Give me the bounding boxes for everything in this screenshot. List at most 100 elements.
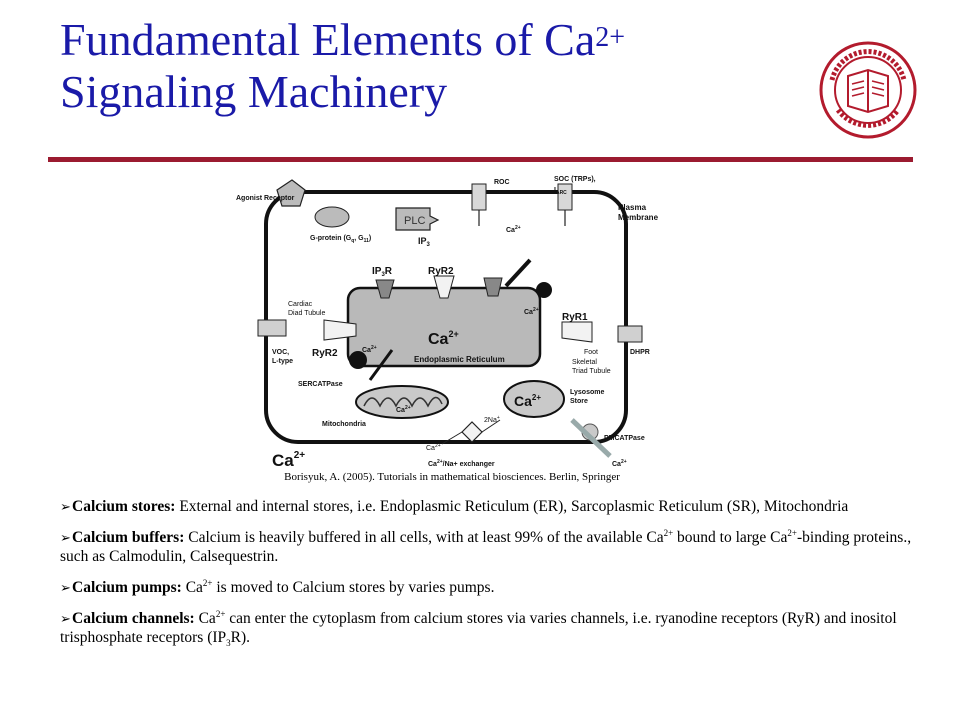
label-ca-er-right: Ca [524,309,533,316]
bullet-term: Calcium pumps: [72,579,182,597]
label-soc: SOC (TRPs), [554,176,596,183]
label-exchanger: Ca [428,461,437,468]
svg-text:Ca2+: Ca2+ [426,443,441,452]
roc-channel-icon [471,183,487,211]
label-ca-big: Ca [272,451,294,470]
label-roc: ROC [494,179,510,186]
bullet-text: Calcium is heavily buffered in all cells… [184,529,664,547]
serca-arrow-top [504,258,532,288]
label-g-sub2: 11 [364,238,370,244]
svg-text:Ca2+: Ca2+ [272,450,305,470]
bullet-text: Ca [181,579,203,597]
bullet-text: can enter the cytoplasm from calcium sto… [60,610,897,647]
label-ca-er-center: Ca [428,331,449,348]
label-dhpr: DHPR [630,349,650,356]
label-exchanger-sup: 2+ [437,459,443,465]
label-ip3r: IP [372,266,382,277]
g-protein-icon [314,206,350,228]
label-ca-roc: Ca [506,227,515,234]
label-ip3: IP [418,236,427,246]
bullet-calcium-stores: ➢Calcium stores: External and internal s… [60,497,920,516]
bullet-term: Calcium buffers: [72,529,185,547]
label-ca-big-sup: 2+ [294,450,306,461]
svg-text:G-protein (Gq, G11): G-protein (Gq, G11) [310,235,371,244]
svg-text:IP3: IP3 [418,236,431,248]
label-ryr2-top: RyR2 [428,266,454,277]
label-ca-serca-sup: 2+ [371,345,377,351]
label-lysosome-2: Store [570,398,588,405]
label-ca-er-right-sup: 2+ [533,307,539,313]
title-line2: Signaling Machinery [60,66,448,117]
plc-icon [395,207,440,231]
label-plasma-2: Membrane [618,213,659,222]
bullet-text: -binding proteins., such as Calmodulin, … [60,529,912,566]
svg-text:Ca2+: Ca2+ [524,307,539,316]
svg-text:Ca2+: Ca2+ [428,329,459,348]
label-ryr1: RyR1 [562,312,588,323]
label-lysosome-ca: Ca [514,393,532,409]
serca-pump-bottom-icon [349,351,367,369]
calcium-signaling-diagram: Agonist Receptor G-protein (Gq, G11) PLC… [236,176,659,470]
label-voc-1: VOC, [272,349,289,356]
label-skeletal-1: Skeletal [572,359,597,366]
soc-channel-icon [557,183,573,211]
mitochondria-icon [355,385,449,419]
svg-text:Ca2+/Na+ exchanger: Ca2+/Na+ exchanger [428,459,495,468]
label-plc: PLC [404,215,425,227]
label-ca-out-right: Ca [612,461,621,468]
ip3r-channel-icon [375,279,395,299]
bullet-text: bound to large Ca [673,529,788,547]
bullet-calcium-buffers: ➢Calcium buffers: Calcium is heavily buf… [60,524,920,566]
svg-text:Agonist Receptor: Agonist Receptor [236,195,295,202]
svg-text:Ca2+: Ca2+ [514,393,541,409]
ryr2-top-channel-icon [433,275,455,299]
svg-text:Ca2+: Ca2+ [396,405,411,414]
er-channel-icon [483,277,503,297]
label-mitochondria: Mitochondria [322,421,366,428]
figure-citation: Borisyuk, A. (2005). Tutorials in mathem… [284,471,620,483]
svg-text:Ca2+: Ca2+ [362,345,377,354]
label-voc-2: L-type [272,358,293,365]
bullet-text: External and internal stores, i.e. Endop… [175,498,849,515]
bullet-superscript: 2+ [787,528,797,538]
bullet-arrow-icon: ➢ [60,499,71,514]
dhpr-icon [617,325,643,343]
label-ca-exch-left-sup: 2+ [435,443,441,449]
bullet-calcium-pumps: ➢Calcium pumps: Ca2+ is moved to Calcium… [60,574,920,597]
bullet-arrow-icon: ➢ [60,530,71,546]
title-divider [48,157,913,162]
label-serca: SERCATPase [298,381,343,388]
label-ryr2-left: RyR2 [312,348,338,359]
label-ca-roc-sup: 2+ [515,225,521,231]
bullet-arrow-icon: ➢ [60,580,71,596]
label-ca-serca: Ca [362,347,371,354]
bullet-text: R). [230,629,251,647]
lysosome-icon [503,380,565,418]
label-lysosome-1: Lysosome [570,389,604,396]
svg-text:SOC (TRPs),: SOC (TRPs), [554,176,596,183]
bullet-subscript: 3 [226,638,231,649]
label-ca-er-center-sup: 2+ [448,329,458,339]
svg-text:IP3R: IP3R [372,266,393,278]
label-ca-out-right-sup: 2+ [621,459,627,465]
label-ip3-sub: 3 [427,242,431,248]
title-superscript: 2+ [595,22,626,53]
serca-arrow-bottom [368,349,394,381]
label-er: Endoplasmic Reticulum [414,355,505,364]
exchanger-icon [461,421,483,443]
label-ca-exch-left: Ca [426,445,435,452]
label-exchanger-end: /Na+ exchanger [443,461,495,468]
ryr2-left-channel-icon [323,319,357,341]
label-agonist-receptor: Agonist Receptor [236,195,295,202]
svg-text:IARC: IARC [554,187,567,196]
label-ip3r-sub: 3 [381,272,385,278]
bullet-list: ➢Calcium stores: External and internal s… [60,497,920,662]
label-g-sub1: q [351,238,354,244]
serca-pump-top-icon [536,282,552,298]
label-cardiac-2: Diad Tubule [288,310,325,317]
bullet-superscript: 2+ [215,609,226,620]
label-mito-ca: Ca [396,407,405,414]
bullet-text: Ca [194,610,216,628]
bullet-term: Calcium stores: [72,498,176,515]
label-g-sep: , G [354,235,364,242]
